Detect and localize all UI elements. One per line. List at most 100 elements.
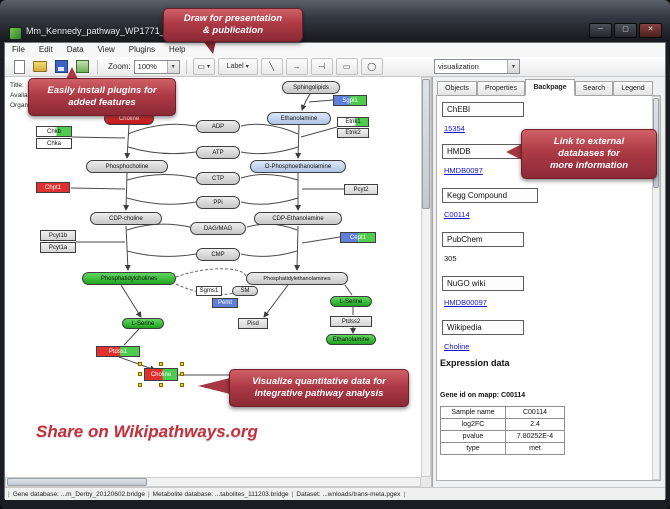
selection-handle[interactable] <box>180 362 184 366</box>
tab-backpage[interactable]: Backpage <box>525 79 575 96</box>
oval-tool-button[interactable]: ◯ <box>360 58 383 75</box>
rect-tool-button[interactable]: ▭ <box>335 58 358 75</box>
save-button[interactable] <box>52 58 70 75</box>
label-tool-button[interactable]: Label▾ <box>217 58 258 75</box>
node-pcyt1b[interactable]: Pcyt1b <box>40 230 76 241</box>
nugo-link[interactable]: HMDB00097 <box>444 298 487 307</box>
new-file-button[interactable] <box>10 58 28 75</box>
vertical-scrollbar-thumb[interactable] <box>422 79 430 209</box>
tbar-tool-button[interactable]: ⊣ <box>310 58 333 75</box>
zoom-combobox[interactable]: 100% ▾ <box>133 59 180 74</box>
horizontal-scrollbar-thumb[interactable] <box>7 478 147 486</box>
panel-scrollbar[interactable] <box>652 96 660 480</box>
node-choline-selected[interactable]: Choline <box>144 368 178 381</box>
backpage-header-chebi: ChEBI <box>442 102 524 117</box>
visualization-combobox[interactable]: visualization ▾ <box>434 59 520 74</box>
export-button[interactable] <box>73 58 91 75</box>
menu-file[interactable]: File <box>12 45 25 54</box>
backpage-header-nugo: NuGO wiki <box>442 276 524 291</box>
node-phosphatidylcholines[interactable]: Phosphatidylcholines <box>82 272 176 285</box>
selection-handle[interactable] <box>138 362 142 366</box>
node-ptdss2[interactable]: Ptdss2 <box>330 316 372 327</box>
node-cdp-choline[interactable]: CDP-choline <box>90 212 162 225</box>
node-phosphocholine[interactable]: Phosphocholine <box>86 160 168 173</box>
window-title: Mm_Kennedy_pathway_WP1771_45176.gpml <box>26 26 212 36</box>
selection-handle[interactable] <box>180 383 184 387</box>
node-o-phosphoethanolamine[interactable]: O-Phosphoethanolamine <box>250 160 346 173</box>
callout-pointer <box>506 144 522 160</box>
tab-legend[interactable]: Legend <box>613 81 653 96</box>
node-chkb[interactable]: Chkb <box>36 126 72 137</box>
node-ethanolamine[interactable]: Ethanolamine <box>267 112 331 125</box>
menu-data[interactable]: Data <box>66 45 84 54</box>
node-pcyt1a[interactable]: Pcyt1a <box>40 242 76 253</box>
node-ptdss1[interactable]: Ptdss1 <box>96 346 140 357</box>
status-separator: | <box>403 490 406 498</box>
selection-handle[interactable] <box>159 362 163 366</box>
open-file-button[interactable] <box>31 58 49 75</box>
label-tool-text: Label <box>226 63 244 70</box>
selection-handle[interactable] <box>159 383 163 387</box>
pathway-canvas[interactable] <box>5 77 432 487</box>
node-cdp-ethanolamine[interactable]: CDP-Ethanolamine <box>254 212 342 225</box>
pathway-title-label: Title: <box>10 82 24 89</box>
node-phosphatidylethanolamines[interactable]: Phosphatidylethanolamines <box>246 272 348 285</box>
chebi-link[interactable]: 15354 <box>444 124 465 133</box>
node-sgpl1[interactable]: Sgpl1 <box>333 95 367 106</box>
kegg-link[interactable]: C00114 <box>444 210 470 219</box>
callout-text: Visualize quantitative data for <box>252 376 386 388</box>
node-etnk1[interactable]: Etnk1 <box>337 117 369 127</box>
horizontal-scrollbar[interactable] <box>5 477 421 487</box>
backpage-header-pubchem: PubChem <box>442 232 524 247</box>
node-chka[interactable]: Chka <box>36 138 72 149</box>
gene-id-line: Gene id on mapp: C00114 <box>440 392 526 399</box>
selection-handle[interactable] <box>138 372 142 376</box>
node-ethanolamine-lower[interactable]: Ethanolamine <box>326 334 376 345</box>
datanode-tool-button[interactable]: ▭▾ <box>192 58 215 75</box>
status-bar: | Gene database: ...m_Derby_20120602.bri… <box>5 487 665 500</box>
menu-edit[interactable]: Edit <box>38 45 53 54</box>
node-dag-mag[interactable]: DAG/MAG <box>190 222 246 235</box>
arrow-tool-button[interactable]: → <box>285 58 308 75</box>
node-ctp[interactable]: CTP <box>196 172 240 185</box>
tab-search[interactable]: Search <box>575 81 613 96</box>
tbar-tool-icon: ⊣ <box>318 62 326 71</box>
datanode-tool-icon: ▭ <box>197 62 205 71</box>
table-cell: C00114 <box>505 406 565 419</box>
menu-help[interactable]: Help <box>169 45 186 54</box>
node-atp[interactable]: ATP <box>196 146 240 159</box>
node-ppi[interactable]: PPi <box>196 196 240 209</box>
table-cell: 2.4 <box>505 418 565 431</box>
minimize-button[interactable]: ─ <box>589 23 612 38</box>
node-sgms1[interactable]: Sgms1 <box>196 286 222 296</box>
tab-objects[interactable]: Objects <box>437 81 477 96</box>
node-pcyt2[interactable]: Pcyt2 <box>344 184 378 195</box>
menu-view[interactable]: View <box>97 45 115 54</box>
node-adp[interactable]: ADP <box>196 120 240 133</box>
toolbar: Zoom: 100% ▾ ▭▾ Label▾ ╲ → ⊣ ▭ ◯ <box>5 57 665 77</box>
node-sphingolipids[interactable]: Sphingolipids <box>282 81 340 94</box>
node-l-serine-right[interactable]: L-Serine <box>330 296 372 307</box>
selection-handle[interactable] <box>180 372 184 376</box>
node-cept1[interactable]: Cept1 <box>340 232 376 243</box>
close-button[interactable]: ✕ <box>639 23 662 38</box>
expression-data-title: Expression data <box>440 358 510 368</box>
selection-handle[interactable] <box>138 383 142 387</box>
wikipedia-link[interactable]: Choline <box>444 342 470 351</box>
node-pisd[interactable]: Pisd <box>238 318 268 329</box>
node-chpt1[interactable]: Chpt1 <box>36 182 70 193</box>
vertical-scrollbar[interactable] <box>421 77 431 477</box>
menu-plugins[interactable]: Plugins <box>128 45 156 54</box>
node-sm[interactable]: SM <box>232 286 258 296</box>
hmdb-link[interactable]: HMDB0097 <box>444 166 483 175</box>
node-l-serine-left[interactable]: L-Serine <box>122 318 164 329</box>
tab-properties[interactable]: Properties <box>477 81 525 96</box>
zoom-value: 100% <box>137 62 157 71</box>
maximize-button[interactable]: ▢ <box>614 23 637 38</box>
node-pemt[interactable]: Pemt <box>212 298 238 308</box>
node-cmp[interactable]: CMP <box>196 248 240 261</box>
callout-text: Easily install plugins for <box>47 85 157 97</box>
line-tool-button[interactable]: ╲ <box>260 58 283 75</box>
node-etnk2[interactable]: Etnk2 <box>337 128 369 138</box>
